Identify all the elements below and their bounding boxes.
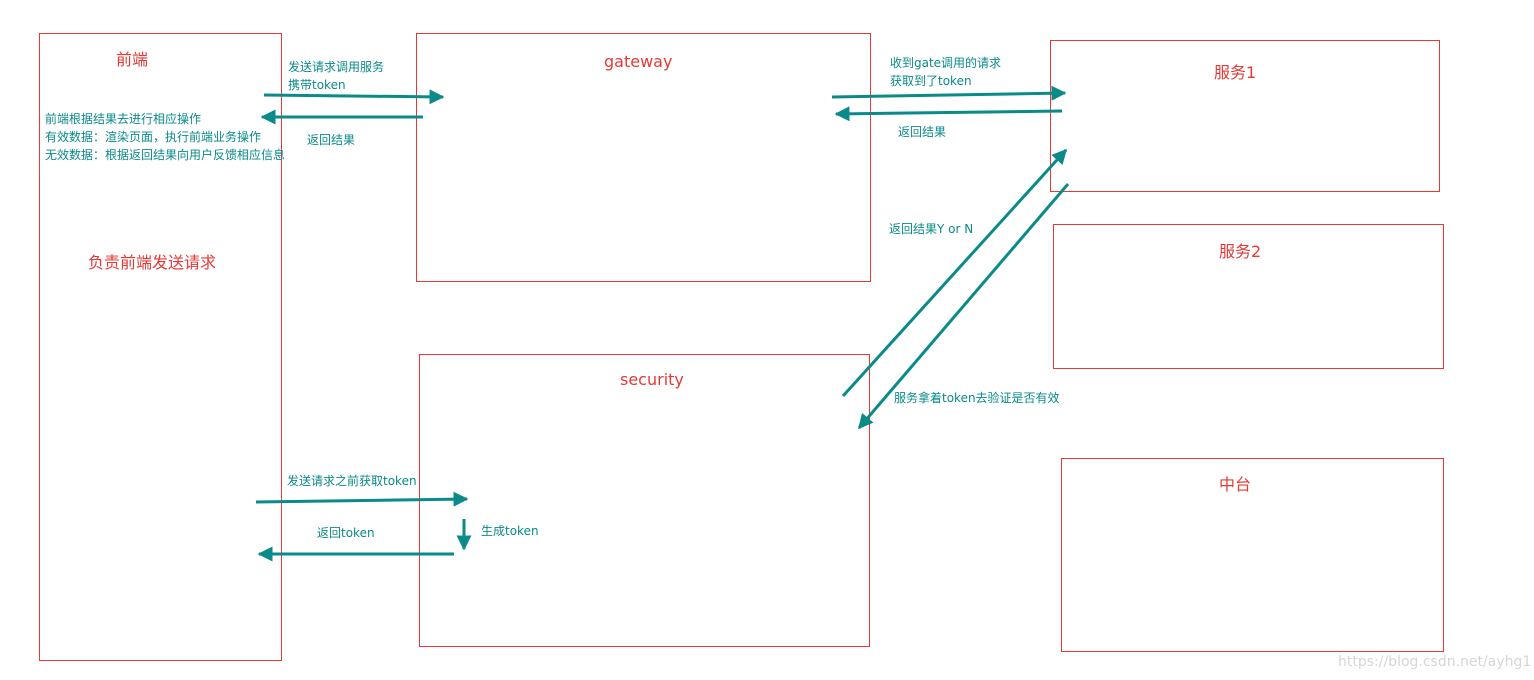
label-gateway-to-service: 收到gate调用的请求 获取到了token [890,54,1001,90]
arrow-service1-to-security [857,183,1070,430]
label-send-request-line2: 携带token [288,78,346,92]
security-title: security [620,370,684,389]
frontend-title: 前端 [116,50,149,69]
frontend-subtitle: 负责前端发送请求 [88,253,217,272]
middle-platform-title: 中台 [1219,475,1252,494]
label-frontend-handling-line3: 无效数据：根据返回结果向用户反馈相应信息 [45,148,286,162]
arrow-frontend-to-security [255,491,469,507]
arrow-gateway-to-service1 [831,85,1067,101]
label-return-result-gateway: 返回结果 [307,133,356,147]
label-frontend-handling-line1: 前端根据结果去进行相应操作 [45,112,202,126]
label-verify-token: 服务拿着token去验证是否有效 [894,391,1060,405]
gateway-box [416,33,871,282]
label-send-request-line1: 发送请求调用服务 [288,60,385,74]
service1-title: 服务1 [1214,63,1257,82]
label-gateway-to-service-line1: 收到gate调用的请求 [890,56,1002,70]
arrow-service1-to-gateway [834,106,1063,122]
watermark: https://blog.csdn.net/ayhg1 [1338,654,1532,670]
arrow-security-to-service1 [841,148,1068,398]
middle-platform-box [1061,458,1444,652]
gateway-title: gateway [604,52,673,71]
service2-title: 服务2 [1219,242,1262,261]
arrow-frontend-to-gateway [263,89,445,105]
label-generate-token: 生成token [481,524,539,538]
label-frontend-handling: 前端根据结果去进行相应操作 有效数据：渲染页面，执行前端业务操作 无效数据：根据… [45,110,285,164]
label-gateway-to-service-line2: 获取到了token [890,74,972,88]
label-send-request: 发送请求调用服务 携带token [288,58,384,94]
service2-box [1053,224,1444,369]
frontend-box [39,33,282,661]
label-frontend-handling-line2: 有效数据：渲染页面，执行前端业务操作 [45,130,262,144]
label-return-yn: 返回结果Y or N [889,222,974,236]
label-get-token-before: 发送请求之前获取token [287,474,417,488]
label-return-result-service: 返回结果 [898,125,947,139]
label-return-token: 返回token [317,526,375,540]
service1-box [1050,40,1440,192]
